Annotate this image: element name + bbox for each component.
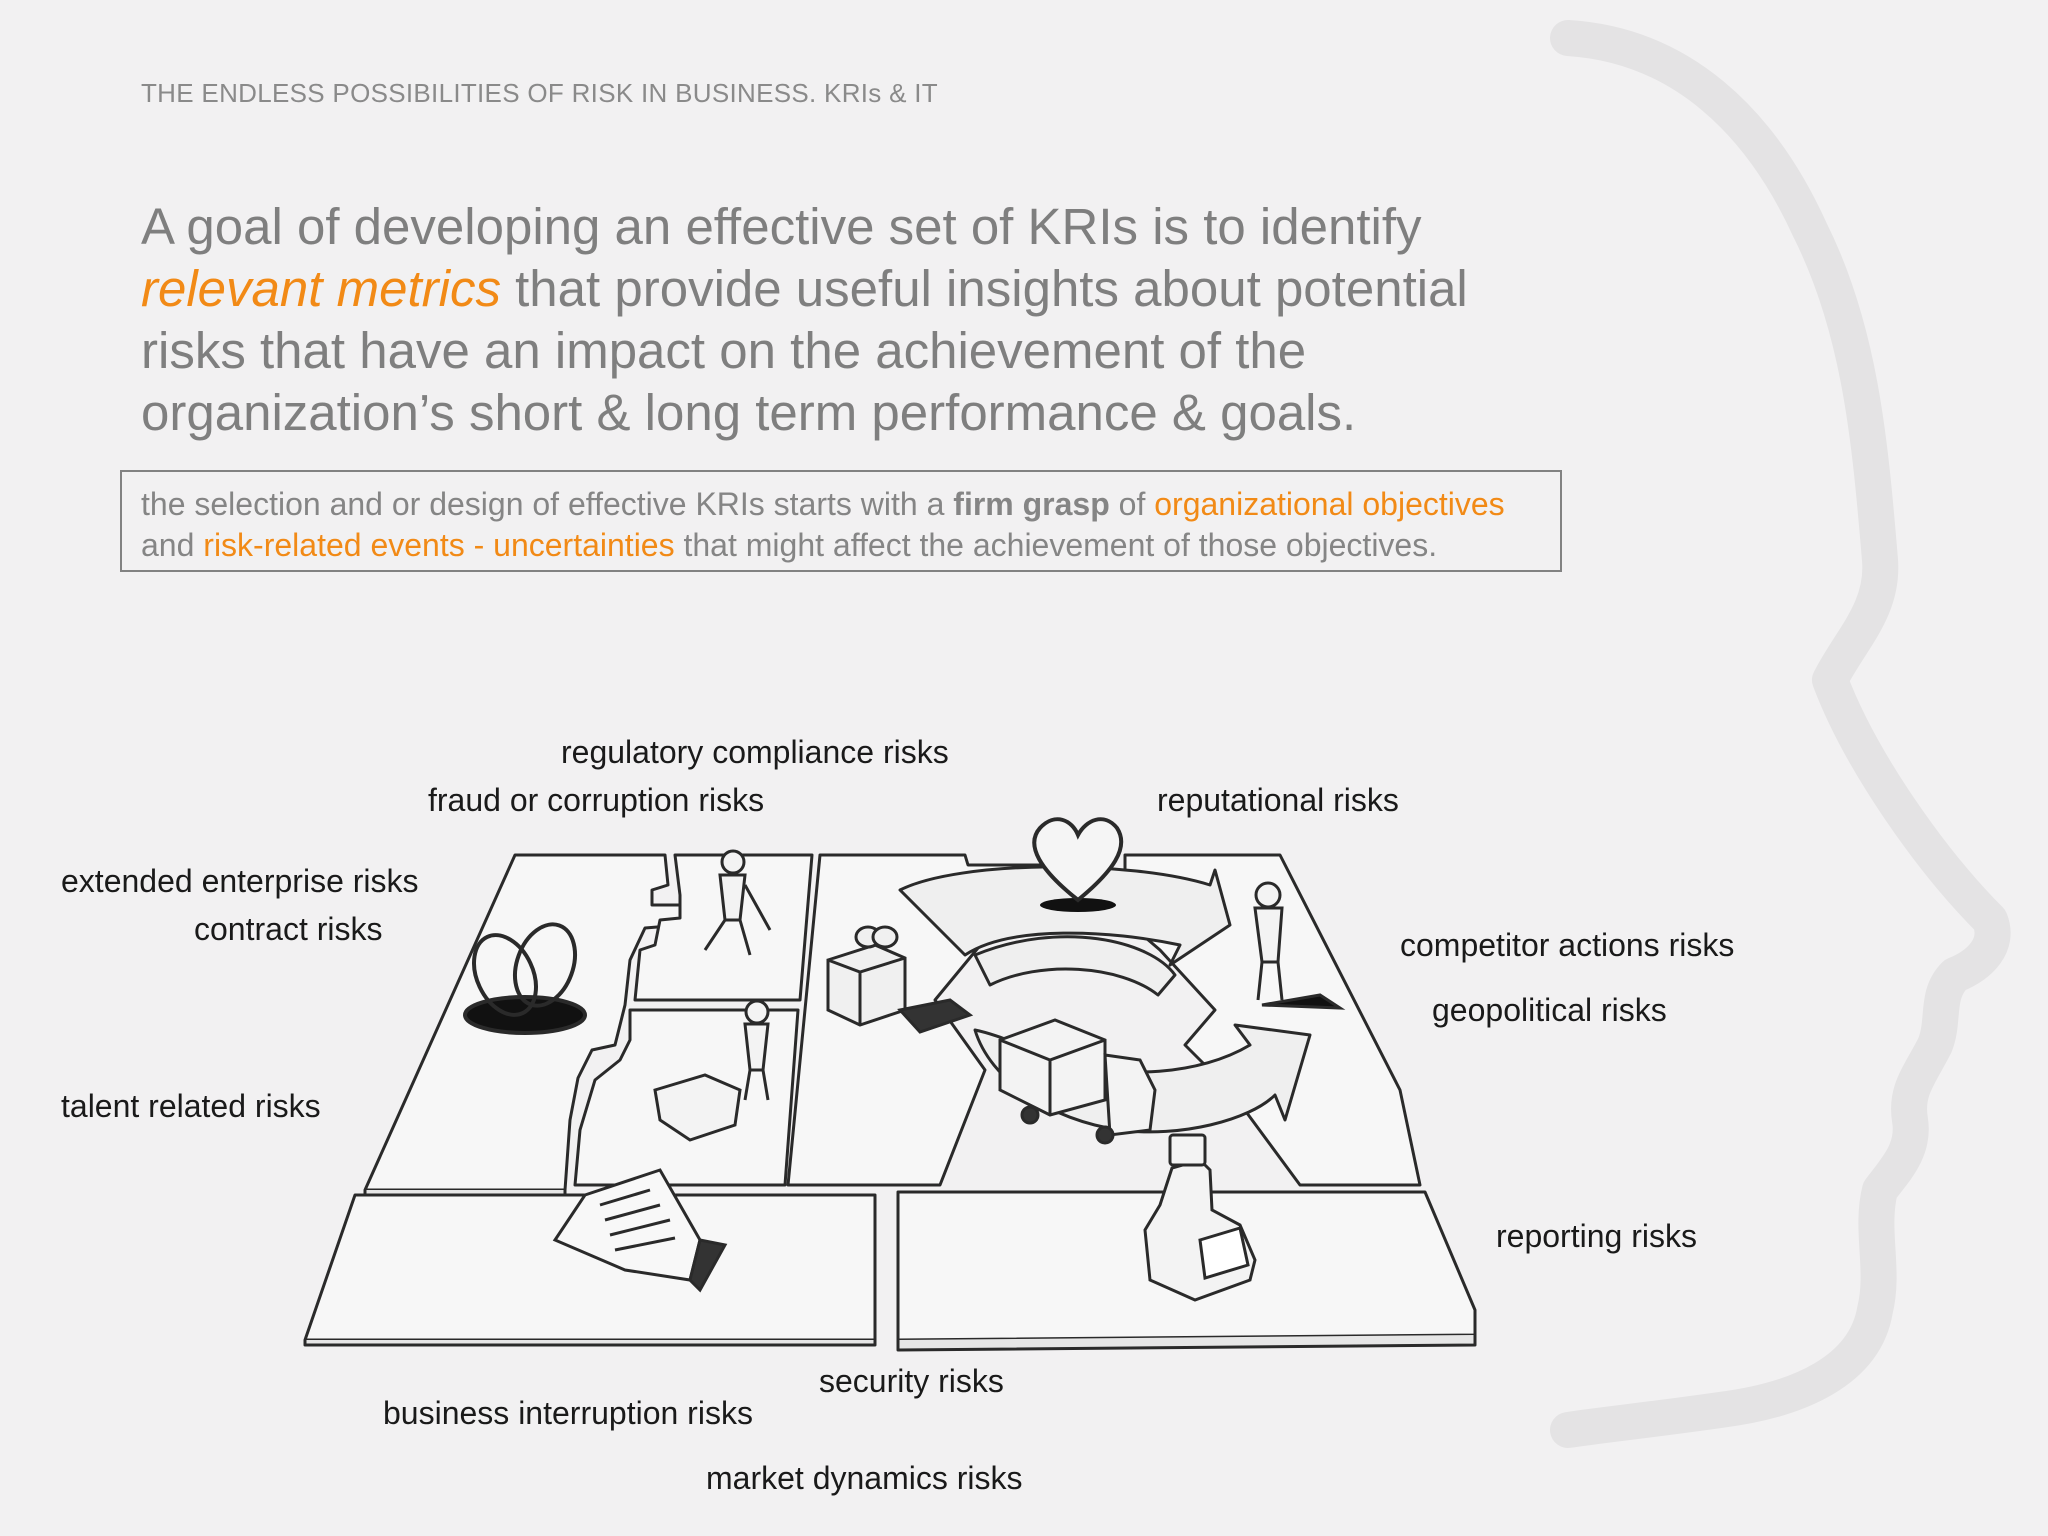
headline-text-1: A goal of developing an effective set of…: [141, 198, 1422, 255]
callout-part: and: [141, 527, 204, 563]
callout-part: of: [1109, 486, 1155, 522]
risk-label-talent: talent related risks: [61, 1088, 321, 1124]
risk-label-competitor: competitor actions risks: [1400, 927, 1735, 963]
risk-label-market-dynamics: market dynamics risks: [706, 1460, 1023, 1496]
headline: A goal of developing an effective set of…: [141, 196, 1581, 444]
gift-icon: [826, 925, 974, 1034]
person-icon: [653, 849, 1346, 1142]
callout-part: the selection and or design of effective…: [141, 486, 954, 522]
risk-label-reporting: reporting risks: [1496, 1218, 1697, 1254]
rings-icon: [463, 922, 587, 1035]
risk-label-fraud: fraud or corruption risks: [428, 782, 765, 818]
risk-label-regulatory: regulatory compliance risks: [561, 734, 949, 770]
callout-highlight: risk-related events - uncertainties: [203, 527, 675, 563]
risk-label-reputational: reputational risks: [1157, 782, 1399, 818]
callout-box: [120, 470, 1562, 572]
risk-label-security: security risks: [819, 1363, 1004, 1399]
document-icon: [552, 1168, 728, 1293]
risk-label-contract: contract risks: [194, 911, 383, 947]
headline-highlight: relevant metrics: [141, 260, 501, 317]
callout-highlight: organizational objectives: [1154, 486, 1505, 522]
cash-register-icon: [1143, 1133, 1257, 1302]
slide-kicker: THE ENDLESS POSSIBILITIES OF RISK IN BUS…: [141, 78, 938, 108]
truck-icon: [998, 1018, 1157, 1145]
callout-bold: firm grasp: [953, 486, 1110, 522]
callout-part: that might affect the achievement of tho…: [674, 527, 1438, 563]
risk-label-geopolitical: geopolitical risks: [1432, 992, 1667, 1028]
risk-label-business-interruption: business interruption risks: [383, 1395, 753, 1431]
callout-text: the selection and or design of effective…: [141, 484, 1561, 566]
headline-text-2: that provide useful insights about poten…: [141, 260, 1468, 441]
heart-icon: [1032, 817, 1124, 912]
risk-label-extended-enterprise: extended enterprise risks: [61, 863, 419, 899]
